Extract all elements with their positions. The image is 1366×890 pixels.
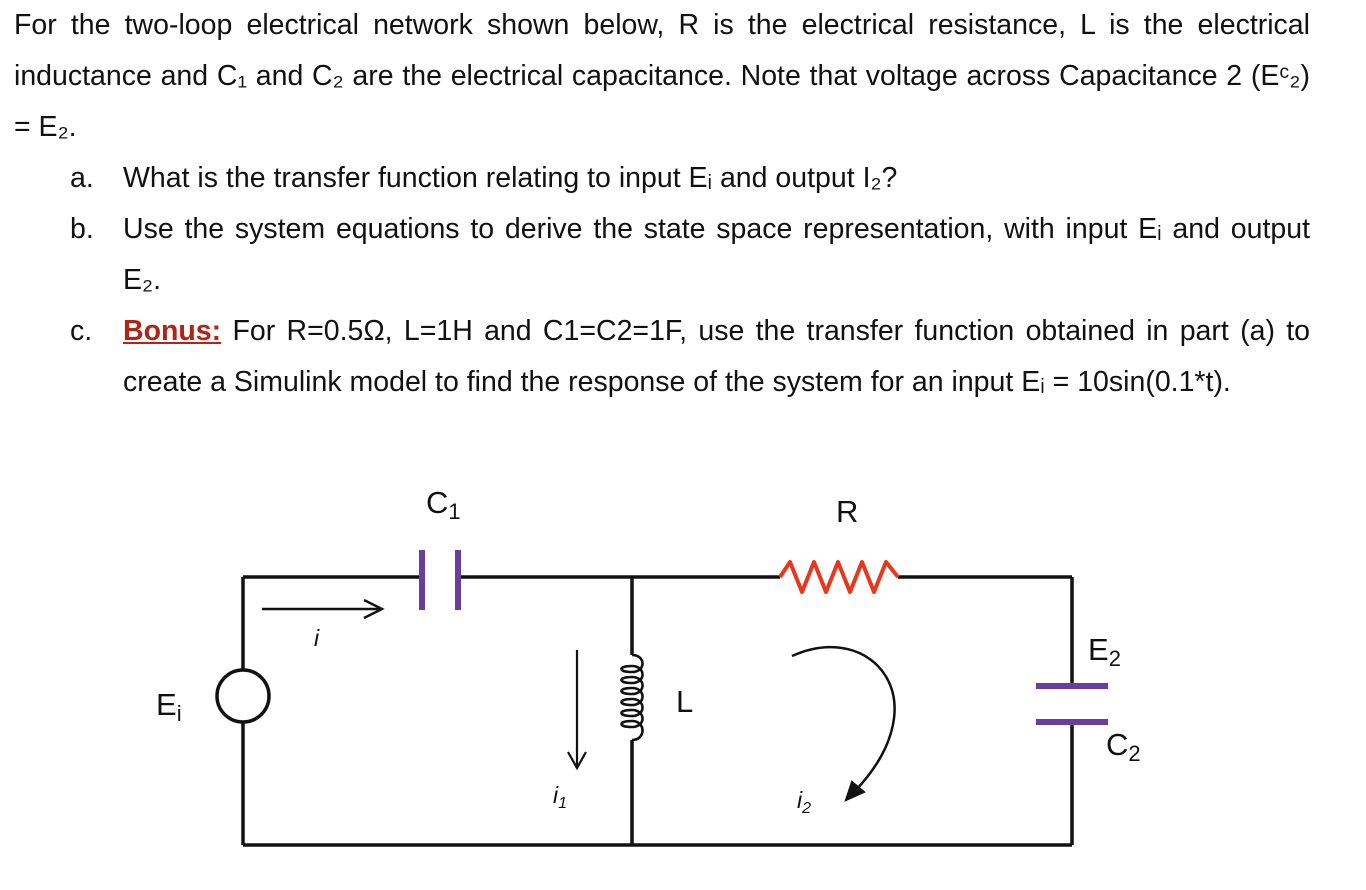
label-c2: C2 (1106, 727, 1141, 766)
circuit-wires (241, 575, 1074, 847)
right-arrow-icon (363, 598, 385, 620)
question-list: a. What is the transfer function relatin… (14, 153, 1310, 408)
label-c1: C1 (426, 485, 461, 524)
inductor-coil-icon (620, 653, 644, 742)
inductor-l (620, 653, 644, 742)
question-a-text: What is the transfer function relating t… (123, 162, 898, 194)
label-i: i (314, 625, 320, 651)
loop-current-i2-arrow (791, 645, 896, 802)
problem-intro: For the two-loop electrical network show… (14, 9, 1310, 143)
label-ei: Ei (156, 687, 182, 726)
question-b-text: Use the system equations to derive the s… (123, 213, 1310, 296)
question-a-marker: a. (70, 162, 94, 194)
current-i1-arrow (567, 650, 587, 771)
question-c-text: For R=0.5Ω, L=1H and C1=C2=1F, use the t… (123, 315, 1310, 398)
question-c: c. Bonus: For R=0.5Ω, L=1H and C1=C2=1F,… (14, 306, 1310, 408)
voltage-source-icon (215, 668, 271, 724)
capacitor-c1 (419, 550, 461, 610)
curved-arrow-head-icon (844, 780, 866, 802)
label-i2: i2 (797, 787, 811, 817)
circuit-diagram: C1 R L E2 C2 Ei i i1 i2 (156, 485, 1141, 847)
label-l: L (676, 684, 693, 719)
question-b-marker: b. (70, 213, 94, 245)
resistor-zigzag-icon (778, 560, 900, 594)
question-a: a. What is the transfer function relatin… (14, 153, 1310, 204)
question-b: b. Use the system equations to derive th… (14, 204, 1310, 306)
down-arrow-icon (567, 751, 587, 771)
label-i1: i1 (553, 782, 567, 812)
source-ei (215, 668, 271, 724)
resistor-r (778, 560, 900, 594)
label-e2: E2 (1088, 632, 1121, 671)
bonus-label: Bonus: (123, 315, 222, 347)
current-i-arrow (262, 598, 385, 620)
curved-arrow-icon (791, 645, 896, 791)
problem-statement: For the two-loop electrical network show… (14, 0, 1310, 398)
question-c-marker: c. (70, 315, 93, 347)
capacitor-c2 (1036, 683, 1108, 725)
label-r: R (836, 494, 858, 529)
